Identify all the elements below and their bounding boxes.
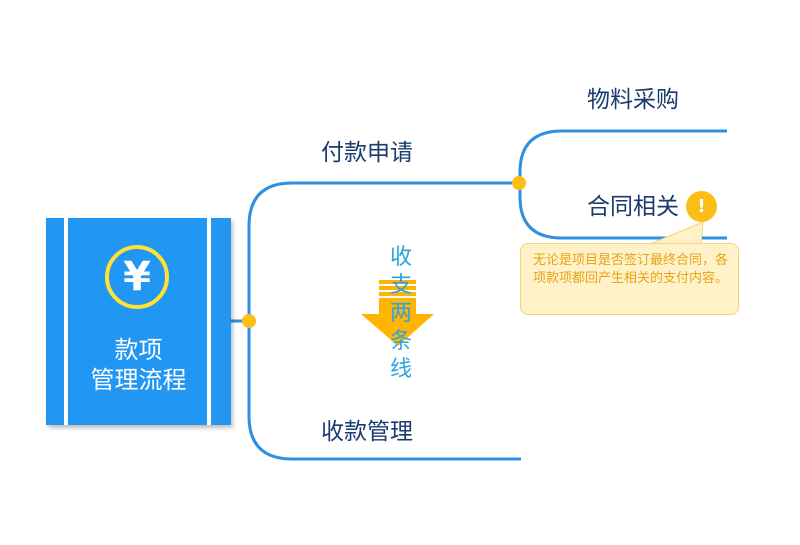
sub-branch-contract-related: 合同相关 [587,194,679,220]
card-stripe-right [207,218,211,425]
root-title-line1: 款项 [114,336,163,364]
center-note-char: 条 [389,329,412,354]
sub-bracket [518,129,727,240]
center-note-char: 线 [389,357,412,382]
main-bracket [247,181,521,461]
sub-branch-material-purchase: 物料采购 [587,87,679,113]
root-title-line2: 管理流程 [90,366,187,394]
callout-pointer [649,221,704,245]
card-stripe-left [64,218,68,425]
root-node-dot [242,314,256,328]
yen-icon: ¥ [105,245,169,309]
warning-icon[interactable]: ! [686,191,717,222]
callout-note: 无论是项目是否签订最终合同，各项款项都回产生相关的支付内容。 [520,243,739,315]
payment-node-dot [512,176,526,190]
center-note-char: 支 [389,273,412,298]
branch-payment-request: 付款申请 [321,140,413,166]
branch-receipt-management: 收款管理 [321,419,413,445]
center-note-char: 两 [389,301,412,326]
root-card: ¥ 款项 管理流程 [46,218,231,425]
center-vertical-note: 收 支 两 条 线 [387,244,415,384]
center-note-char: 收 [389,245,412,270]
